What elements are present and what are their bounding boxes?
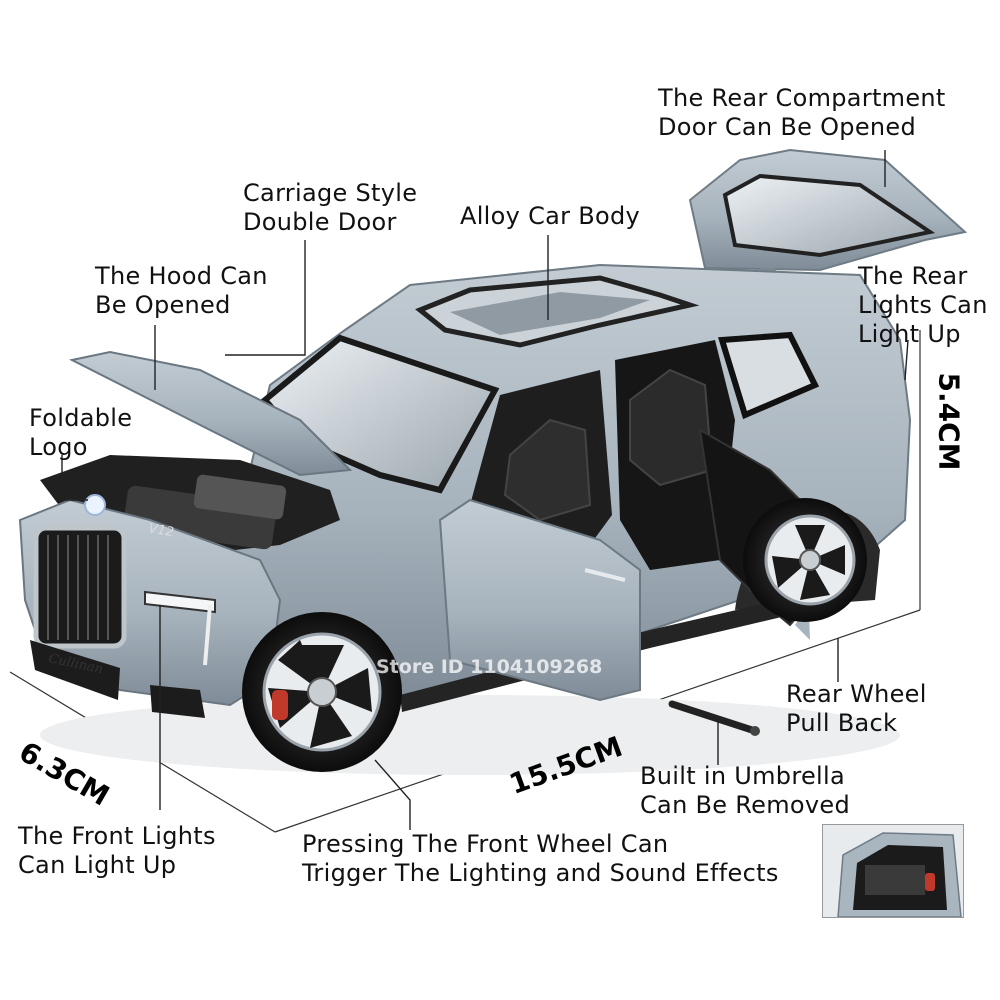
rear-wheel bbox=[743, 498, 867, 622]
callout-alloy-body: Alloy Car Body bbox=[460, 202, 641, 230]
front-door-open bbox=[438, 498, 641, 702]
car-body bbox=[18, 263, 912, 718]
rear-trunk-thumbnail bbox=[822, 824, 964, 918]
umbrella bbox=[668, 700, 760, 736]
store-watermark: Store ID 1104109268 bbox=[376, 656, 603, 678]
front-wheel bbox=[242, 612, 402, 772]
foldable-logo bbox=[84, 494, 106, 516]
dimension-height: 5.4CM bbox=[932, 372, 966, 471]
rear-trunk-illustration bbox=[823, 825, 963, 917]
leader-lines bbox=[61, 150, 909, 830]
headlight bbox=[144, 590, 216, 614]
front-grille bbox=[33, 525, 127, 649]
engine-badge: V12 bbox=[147, 521, 175, 540]
